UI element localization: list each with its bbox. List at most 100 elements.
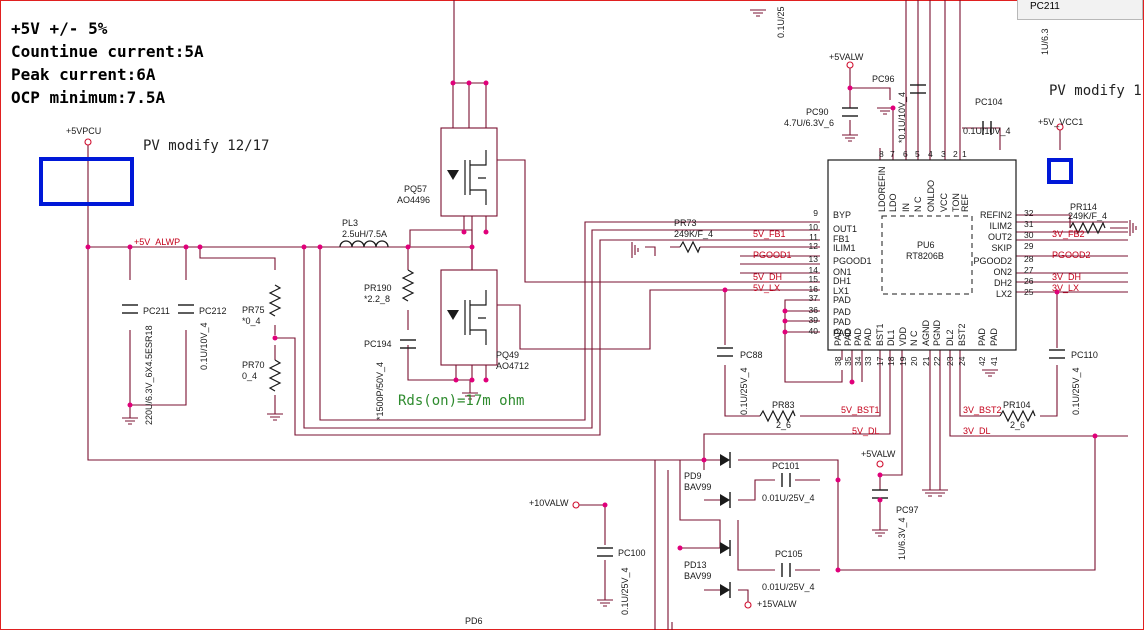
value-pd13: BAV99 bbox=[684, 571, 711, 581]
ref-pr83: PR83 bbox=[772, 400, 795, 410]
ref-pd13: PD13 bbox=[684, 560, 707, 570]
ic-pin-name: DL2 bbox=[945, 329, 955, 346]
ref-pr75: PR75 bbox=[242, 305, 265, 315]
rail-label-10valw: +10VALW bbox=[529, 498, 569, 508]
ic-pin-name: BST2 bbox=[957, 323, 967, 346]
ic-pin-number: 12 bbox=[809, 241, 819, 251]
ic-pin-number: 27 bbox=[1024, 265, 1034, 275]
value-pr190: *2.2_8 bbox=[364, 294, 390, 304]
ic-pin-number: 38 bbox=[833, 356, 843, 366]
ic-pin-name: FB1 bbox=[833, 234, 850, 244]
ref-pq57: PQ57 bbox=[404, 184, 427, 194]
selection-tooltip[interactable]: PC211 bbox=[1017, 0, 1143, 20]
ic-pin-name: PAD bbox=[853, 328, 863, 346]
ic-pin-number: 7 bbox=[890, 149, 895, 159]
ic-pin-name: VCC bbox=[939, 192, 949, 212]
ic-pin-name: PAD bbox=[833, 295, 851, 305]
ic-pin-number: 9 bbox=[813, 208, 818, 218]
ref-pc104: PC104 bbox=[975, 97, 1003, 107]
ref-pc101: PC101 bbox=[772, 461, 800, 471]
value-pq57: AO4496 bbox=[397, 195, 430, 205]
rail-label-5valw-mid: +5VALW bbox=[861, 449, 896, 459]
value-pc194: *1500P/50V_4 bbox=[375, 362, 385, 420]
ic-pin-name: IN bbox=[901, 203, 911, 212]
design-specs: +5V +/- 5% Countinue current:5A Peak cur… bbox=[11, 17, 204, 109]
ic-body bbox=[827, 159, 1017, 351]
ic-pin-number: 42 bbox=[977, 356, 987, 366]
ref-pc211: PC211 bbox=[143, 306, 170, 316]
ref-pr190: PR190 bbox=[364, 283, 392, 293]
value-pc211: 220U/6.3V_6X4.5ESR18 bbox=[144, 325, 154, 425]
net-label-3v-dl: 3V_DL bbox=[963, 426, 991, 436]
ic-pin-number: 23 bbox=[945, 356, 955, 366]
net-label-3v-lx: 3V_LX bbox=[1052, 283, 1079, 293]
ic-pin-number: 20 bbox=[909, 356, 919, 366]
ic-pin-number: 32 bbox=[1024, 208, 1034, 218]
ic-pin-name: LX1 bbox=[833, 286, 849, 296]
ic-pin-number: 14 bbox=[809, 265, 819, 275]
ic-pin-name: ILIM1 bbox=[833, 243, 856, 253]
ref-pr73: PR73 bbox=[674, 218, 697, 228]
ic-pin-number: 11 bbox=[809, 232, 818, 242]
value-pr75: *0_4 bbox=[242, 316, 261, 326]
value-pc100: 0.1U/25V_4 bbox=[620, 567, 630, 615]
ref-pd9: PD9 bbox=[684, 471, 702, 481]
ic-pin-number: 33 bbox=[863, 356, 873, 366]
net-label-pgood2: PGOOD2 bbox=[1052, 250, 1091, 260]
value-pq49: AO4712 bbox=[496, 361, 529, 371]
ic-pin-name: N C bbox=[909, 330, 919, 346]
ic-pin-name: TON bbox=[951, 193, 961, 212]
ref-pc194: PC194 bbox=[364, 339, 392, 349]
ref-pr114: PR114 bbox=[1070, 202, 1097, 212]
net-label-5v-bst1: 5V_BST1 bbox=[841, 405, 880, 415]
ref-pc100: PC100 bbox=[618, 548, 646, 558]
value-pr73: 249K/F_4 bbox=[674, 229, 713, 239]
ic-pin-name: ONLDO bbox=[926, 180, 936, 212]
ic-pin-number: 10 bbox=[809, 222, 819, 232]
value-pc90: 4.7U/6.3V_6 bbox=[784, 118, 834, 128]
ic-pin-number: 1 bbox=[962, 149, 967, 159]
ic-pin-number: 26 bbox=[1024, 276, 1034, 286]
ic-pin-name: PAD bbox=[843, 328, 853, 346]
ic-pin-number: 3 bbox=[941, 149, 946, 159]
ic-pin-number: 24 bbox=[957, 356, 967, 366]
ic-pin-number: 16 bbox=[809, 284, 819, 294]
pv-modify-note-right: PV modify 1 bbox=[1049, 83, 1142, 99]
ic-pin-name: PGOOD1 bbox=[833, 256, 872, 266]
ref-pc97: PC97 bbox=[896, 505, 919, 515]
value-pc105: 0.01U/25V_4 bbox=[762, 582, 815, 592]
ic-pin-number: 13 bbox=[809, 254, 819, 264]
ic-pin-number: 28 bbox=[1024, 254, 1034, 264]
ic-pin-number: 21 bbox=[921, 356, 931, 366]
ic-pin-name: REF bbox=[960, 193, 970, 212]
ic-pin-name: PAD bbox=[989, 328, 999, 346]
rail-label-5v-alwp: +5V_ALWP bbox=[134, 237, 180, 247]
ic-pin-number: 41 bbox=[989, 356, 999, 366]
ic-pin-name: LX2 bbox=[996, 289, 1012, 299]
ic-pin-name: LDOREFIN bbox=[877, 166, 887, 212]
ic-pin-name: REFIN2 bbox=[980, 210, 1012, 220]
ic-pin-name: ILIM2 bbox=[989, 221, 1012, 231]
ref-pc105: PC105 bbox=[775, 549, 803, 559]
value-pc104: 0.1U/10V_4 bbox=[963, 126, 1011, 136]
highlight-box-right bbox=[1047, 158, 1073, 184]
ref-pc88: PC88 bbox=[740, 350, 763, 360]
ic-pin-name: VDD bbox=[898, 326, 908, 346]
value-pc96: *0.1U/10V_4 bbox=[897, 92, 907, 143]
ic-pin-name: BYP bbox=[833, 210, 851, 220]
ic-pin-name: PGOOD2 bbox=[973, 256, 1012, 266]
spec-peak-current: Peak current:6A bbox=[11, 65, 156, 84]
ic-pin-name: BST1 bbox=[875, 323, 885, 346]
ref-pr104: PR104 bbox=[1003, 400, 1031, 410]
net-label-3v-bst2: 3V_BST2 bbox=[963, 405, 1002, 415]
ic-pin-name: SKIP bbox=[991, 243, 1012, 253]
value-pc97: 1U/6.3V_4 bbox=[897, 517, 907, 560]
net-label-5v-dh: 5V_DH bbox=[753, 272, 782, 282]
ic-pin-number: 18 bbox=[886, 356, 896, 366]
ic-pin-name: PAD bbox=[833, 317, 851, 327]
ic-pin-number: 2 bbox=[953, 149, 958, 159]
ref-pc90: PC90 bbox=[806, 107, 829, 117]
ic-pin-name: DH2 bbox=[994, 278, 1012, 288]
ic-pin-name: PAD bbox=[833, 328, 851, 338]
